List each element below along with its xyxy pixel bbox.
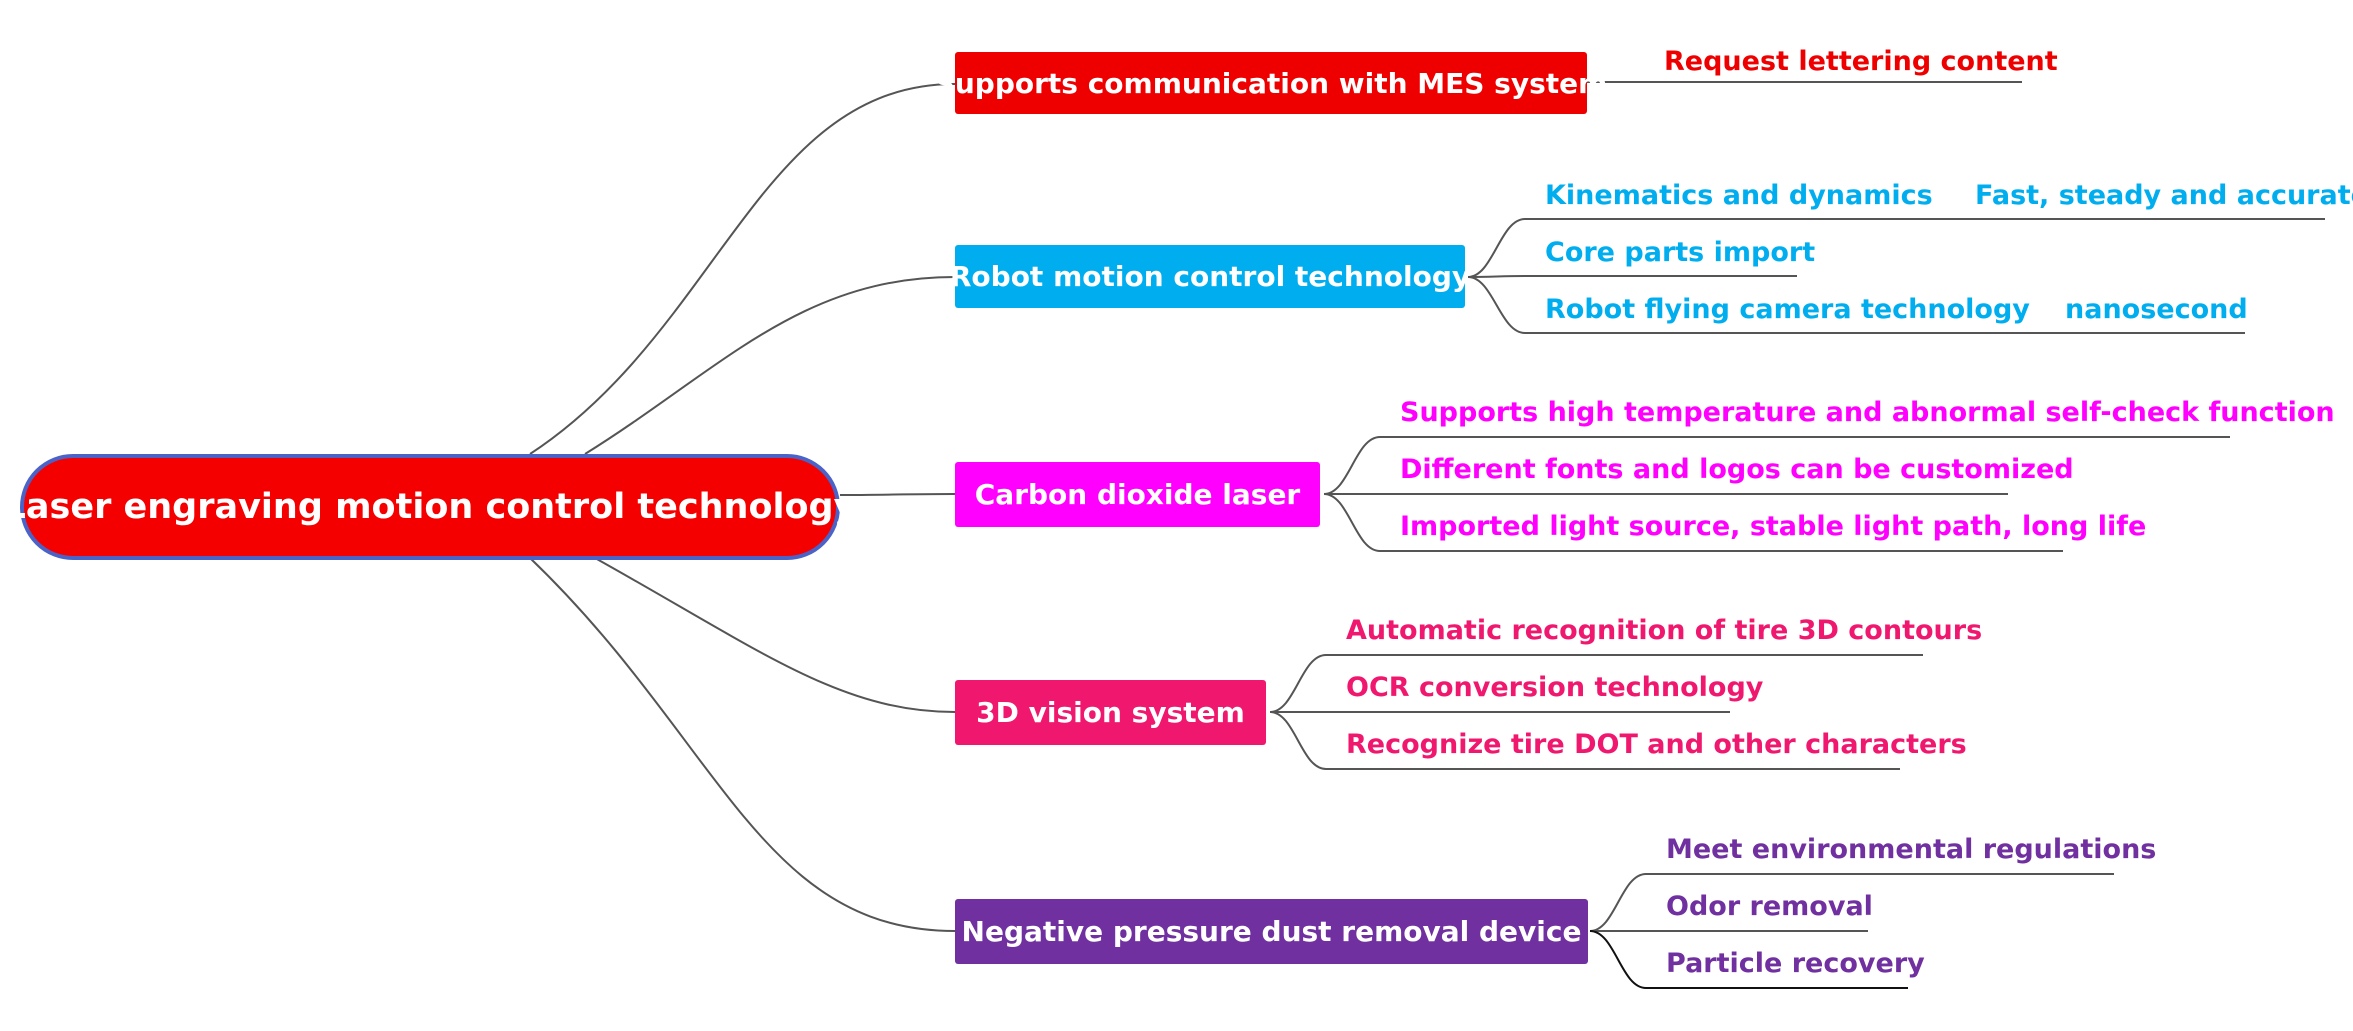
leaf-kinematics[interactable]: Kinematics and dynamics: [1545, 180, 1933, 211]
leaf-environmental[interactable]: Meet environmental regulations: [1666, 834, 2157, 865]
leaf-request-lettering[interactable]: Request lettering content: [1664, 46, 2058, 77]
connector-line: [839, 493, 956, 496]
connector-line: [1467, 218, 1526, 278]
branch-node-3d-vision[interactable]: 3D vision system: [955, 680, 1266, 745]
branch-node-dust-removal[interactable]: Negative pressure dust removal device: [955, 899, 1588, 964]
connector-line: [1589, 873, 1647, 932]
branch-node-co2-laser[interactable]: Carbon dioxide laser: [955, 462, 1320, 527]
connector-line: [529, 83, 956, 455]
branch-node-mes[interactable]: Supports communication with MES system: [935, 52, 1607, 114]
branch-label: Negative pressure dust removal device: [961, 915, 1582, 948]
leaf-core-parts[interactable]: Core parts import: [1545, 237, 1816, 268]
connector-line: [584, 276, 956, 455]
leaf-flying-camera[interactable]: Robot flying camera technology: [1545, 294, 2030, 325]
leaf-3d-contours[interactable]: Automatic recognition of tire 3D contour…: [1346, 615, 1983, 646]
connector-line: [529, 557, 956, 932]
branch-node-robot-motion[interactable]: Robot motion control technology: [950, 245, 1470, 308]
branch-label: Carbon dioxide laser: [974, 478, 1301, 511]
connector-line: [1323, 493, 1381, 552]
connector-line: [594, 557, 956, 713]
connector-line: [1467, 275, 1526, 278]
leaf-particle-recovery[interactable]: Particle recovery: [1666, 948, 1925, 979]
leaf-nanosecond[interactable]: nanosecond: [2065, 294, 2248, 325]
connector-line: [1323, 436, 1381, 495]
branch-label: Supports communication with MES system: [934, 66, 1608, 100]
branch-label: Robot motion control technology: [949, 260, 1471, 293]
leaf-light-source[interactable]: Imported light source, stable light path…: [1400, 511, 2147, 542]
connector-line: [1467, 276, 1526, 334]
root-node-label: Laser engraving motion control technolog…: [3, 487, 857, 527]
connector-line: [1269, 711, 1327, 770]
leaf-fonts-logos[interactable]: Different fonts and logos can be customi…: [1400, 454, 2074, 485]
connector-line: [1269, 654, 1327, 713]
leaf-odor-removal[interactable]: Odor removal: [1666, 891, 1873, 922]
leaf-dot-characters[interactable]: Recognize tire DOT and other characters: [1346, 729, 1967, 760]
leaf-high-temp[interactable]: Supports high temperature and abnormal s…: [1400, 397, 2335, 428]
leaf-fast-steady[interactable]: Fast, steady and accurate: [1975, 180, 2353, 211]
branch-label: 3D vision system: [976, 696, 1245, 729]
leaf-ocr[interactable]: OCR conversion technology: [1346, 672, 1764, 703]
connector-line: [1589, 930, 1647, 989]
root-node[interactable]: Laser engraving motion control technolog…: [4, 454, 856, 560]
